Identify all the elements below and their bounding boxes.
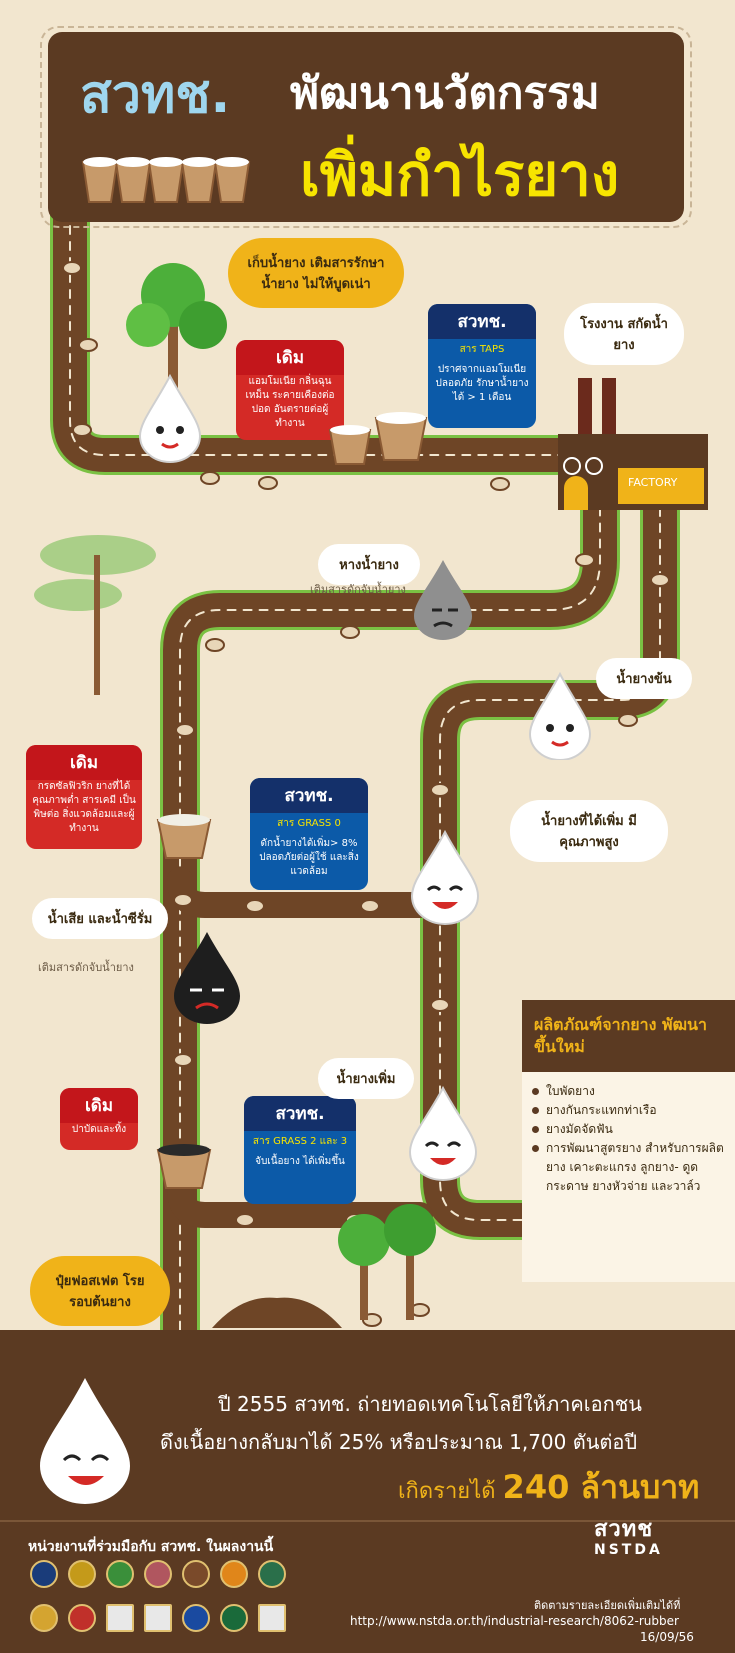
- tree-icon-3: [338, 1204, 436, 1320]
- partner-logo: [220, 1604, 248, 1632]
- partner-logo: [182, 1604, 210, 1632]
- old-method-card-2: เดิม กรดซัลฟิวริก ยางที่ได้คุณภาพต่ำ สาร…: [26, 745, 142, 849]
- rubber-tree-icon: [126, 263, 227, 435]
- nstda-card-3: สวทช. สาร GRASS 2 และ 3 จับเนื้อยาง ได้เ…: [244, 1096, 356, 1204]
- nstda-card-2: สวทช. สาร GRASS 0 ดักน้ำยางได้เพิ่ม> 8% …: [250, 778, 368, 890]
- latex-drop-mascot-2: [528, 671, 592, 760]
- old-method-head-3: เดิม: [60, 1088, 138, 1123]
- partner-logo: [30, 1604, 58, 1632]
- wastewater-note: เติมสารดักจับน้ำยาง: [38, 961, 134, 974]
- old-method-head: เดิม: [236, 340, 344, 375]
- wastewater-bubble: น้ำเสีย และน้ำซีรั่ม: [32, 898, 168, 939]
- summary-line-2: ดึงเนื้อยางกลับมาได้ 25% หรือประมาณ 1,70…: [160, 1430, 638, 1454]
- source-url[interactable]: http://www.nstda.or.th/industrial-resear…: [350, 1614, 679, 1628]
- soil-pile-icon: [212, 1297, 342, 1328]
- nstda-head-2: สวทช.: [250, 778, 368, 813]
- factory-label-bubble: โรงงาน สกัดน้ำยาง: [564, 303, 684, 365]
- nstda-body: ปราศจากแอมโมเนีย ปลอดภัย รักษาน้ำยางได้ …: [435, 364, 529, 403]
- new-products-list: ใบพัดยาง ยางกันกระแทกท่าเรือ ยางมัดจัดฟั…: [522, 1072, 735, 1282]
- partner-logo: [68, 1560, 96, 1588]
- title-profit: เพิ่มกำไรยาง: [300, 141, 620, 209]
- collect-latex-bubble: เก็บน้ำยาง เติมสารรักษาน้ำยาง ไม่ให้บูดเ…: [228, 238, 404, 308]
- factory-icon: FACTORY: [558, 378, 708, 510]
- old-method-body-2: กรดซัลฟิวริก ยางที่ได้คุณภาพต่ำ สารเคมี …: [32, 781, 136, 834]
- header-frame: [40, 26, 692, 228]
- more-latex-bubble: น้ำยางเพิ่ม: [318, 1058, 414, 1099]
- concentrated-latex-bubble: น้ำยางข้น: [596, 658, 692, 699]
- nstda-body-2: ดักน้ำยางได้เพิ่ม> 8% ปลอดภัยต่อผู้ใช้ แ…: [259, 838, 359, 877]
- partner-logo: [30, 1560, 58, 1588]
- summary-banner: [0, 1330, 735, 1653]
- product-item: การพัฒนาสูตรยาง สำหรับการผลิตยาง เคาะตะแ…: [532, 1139, 725, 1196]
- partners-title: หน่วยงานที่ร่วมมือกับ สวทช. ในผลงานนี้: [28, 1539, 274, 1555]
- mascot-summary-icon: [40, 1378, 130, 1504]
- partner-logo: [68, 1604, 96, 1632]
- summary-line-3: เกิดรายได้ 240 ล้านบาท: [398, 1462, 699, 1513]
- partner-logo: [182, 1560, 210, 1588]
- partner-logo: [144, 1604, 172, 1632]
- partner-logo: [106, 1604, 134, 1632]
- old-method-card-1: เดิม แอมโมเนีย กลิ่นฉุนเหม็น ระคายเคืองต…: [236, 340, 344, 440]
- summary-line-1: ปี 2555 สวทช. ถ่ายทอดเทคโนโลยีให้ภาคเอกช…: [218, 1392, 642, 1416]
- title-org: สวทช.: [80, 65, 231, 125]
- quality-latex-bubble: น้ำยางที่ได้เพิ่ม มีคุณภาพสูง: [510, 800, 668, 862]
- product-item: ใบพัดยาง: [532, 1082, 725, 1101]
- skim-latex-bubble: หางน้ำยาง: [318, 544, 420, 585]
- nstda-head-3: สวทช.: [244, 1096, 356, 1131]
- product-item: ยางมัดจัดฟัน: [532, 1120, 725, 1139]
- footer-divider: [0, 1520, 735, 1522]
- old-method-head-2: เดิม: [26, 745, 142, 780]
- grey-drop-mascot: [414, 560, 472, 640]
- more-info-label: ติดตามรายละเอียดเพิ่มเติมได้ที่: [534, 1599, 681, 1612]
- latex-cup-icon-2: [156, 814, 212, 859]
- skim-note: เติมสารดักจับน้ำยาง: [310, 583, 406, 596]
- old-method-card-3: เดิม ปาบัดและทิ้ง: [60, 1088, 138, 1150]
- new-products-heading: ผลิตภัณฑ์จากยาง พัฒนาขึ้นใหม่: [522, 1000, 735, 1072]
- nstda-head: สวทช.: [428, 304, 536, 339]
- nstda-chemical-2: สาร GRASS 0: [277, 818, 341, 829]
- happy-drop-mascot-2: [408, 1085, 478, 1181]
- factory-sign: FACTORY: [628, 476, 678, 489]
- partner-logo: [258, 1604, 286, 1632]
- latex-drop-mascot: [138, 373, 202, 463]
- black-drop-mascot: [174, 932, 240, 1024]
- new-products-panel: ผลิตภัณฑ์จากยาง พัฒนาขึ้นใหม่ ใบพัดยาง ย…: [522, 1000, 735, 1285]
- nstda-chemical-3: สาร GRASS 2 และ 3: [252, 1136, 348, 1147]
- latex-cup-icon-3: [156, 1144, 212, 1189]
- old-method-body-3: ปาบัดและทิ้ง: [71, 1124, 127, 1135]
- partner-logo: [144, 1560, 172, 1588]
- latex-road: [50, 190, 680, 1330]
- nstda-card-1: สวทช. สาร TAPS ปราศจากแอมโมเนีย ปลอดภัย …: [428, 304, 536, 428]
- title-innovation: พัฒนานวัตกรรม: [290, 68, 600, 119]
- income-value: 240 ล้านบาท: [502, 1468, 700, 1506]
- product-item: ยางกันกระแทกท่าเรือ: [532, 1101, 725, 1120]
- partner-logo: [106, 1560, 134, 1588]
- latex-cups-icon: [81, 157, 251, 203]
- partner-logo: [258, 1560, 286, 1588]
- partner-logos: [30, 1560, 300, 1640]
- nstda-body-3: จับเนื้อยาง ได้เพิ่มขึ้น: [255, 1156, 345, 1167]
- partner-logo: [220, 1560, 248, 1588]
- tree-icon-2: [34, 535, 156, 695]
- old-method-body: แอมโมเนีย กลิ่นฉุนเหม็น ระคายเคืองต่อปอด…: [245, 376, 335, 429]
- latex-cup-icon: [328, 412, 428, 465]
- happy-drop-mascot: [410, 829, 480, 925]
- income-label: เกิดรายได้: [398, 1479, 496, 1504]
- nstda-chemical: สาร TAPS: [459, 344, 505, 355]
- publish-date: 16/09/56: [640, 1630, 694, 1644]
- fertilizer-bubble: ปุ๋ยฟอสเฟต โรยรอบต้นยาง: [30, 1256, 170, 1326]
